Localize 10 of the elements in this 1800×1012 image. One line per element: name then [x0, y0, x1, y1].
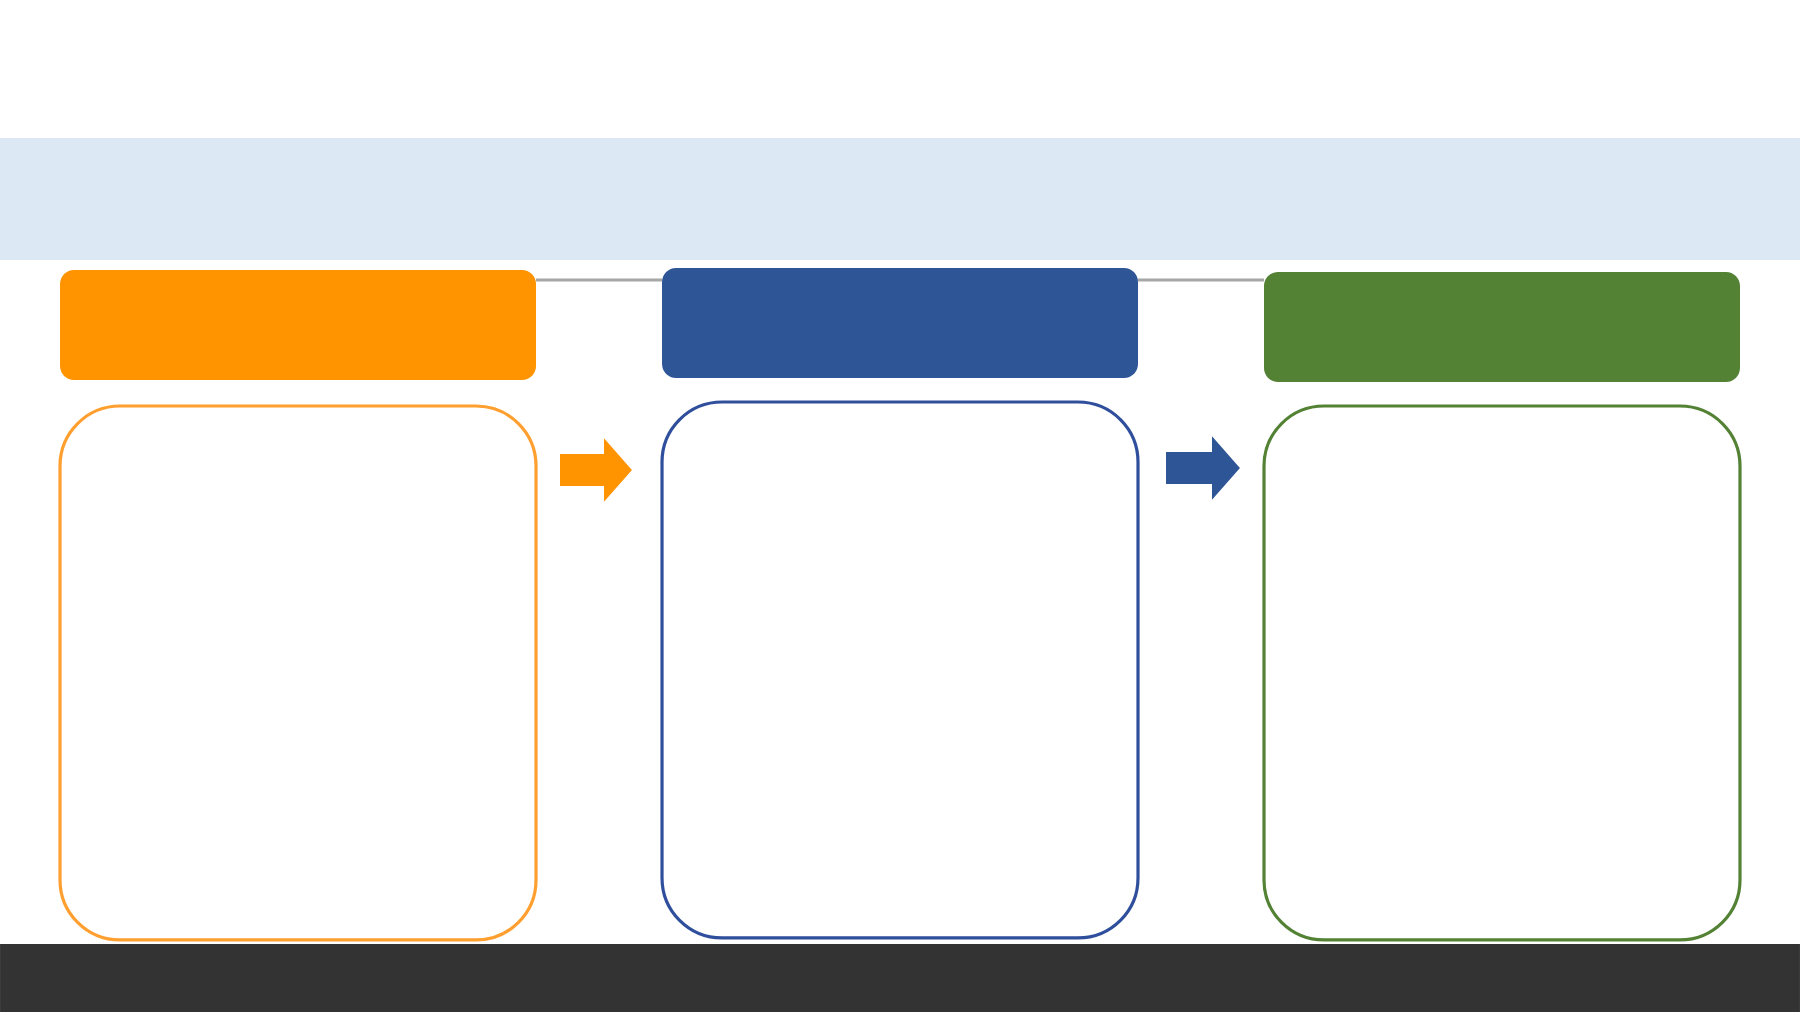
connector-line: [536, 278, 662, 282]
header-bar: [1264, 272, 1740, 382]
title-band: [0, 138, 1800, 260]
connector-line: [1138, 278, 1264, 282]
content-box: [1262, 404, 1742, 942]
header-bar: [60, 270, 536, 380]
footer-bar: [0, 943, 1800, 1012]
content-box: [660, 400, 1140, 940]
header-bar: [662, 268, 1138, 378]
content-box: [58, 404, 538, 942]
